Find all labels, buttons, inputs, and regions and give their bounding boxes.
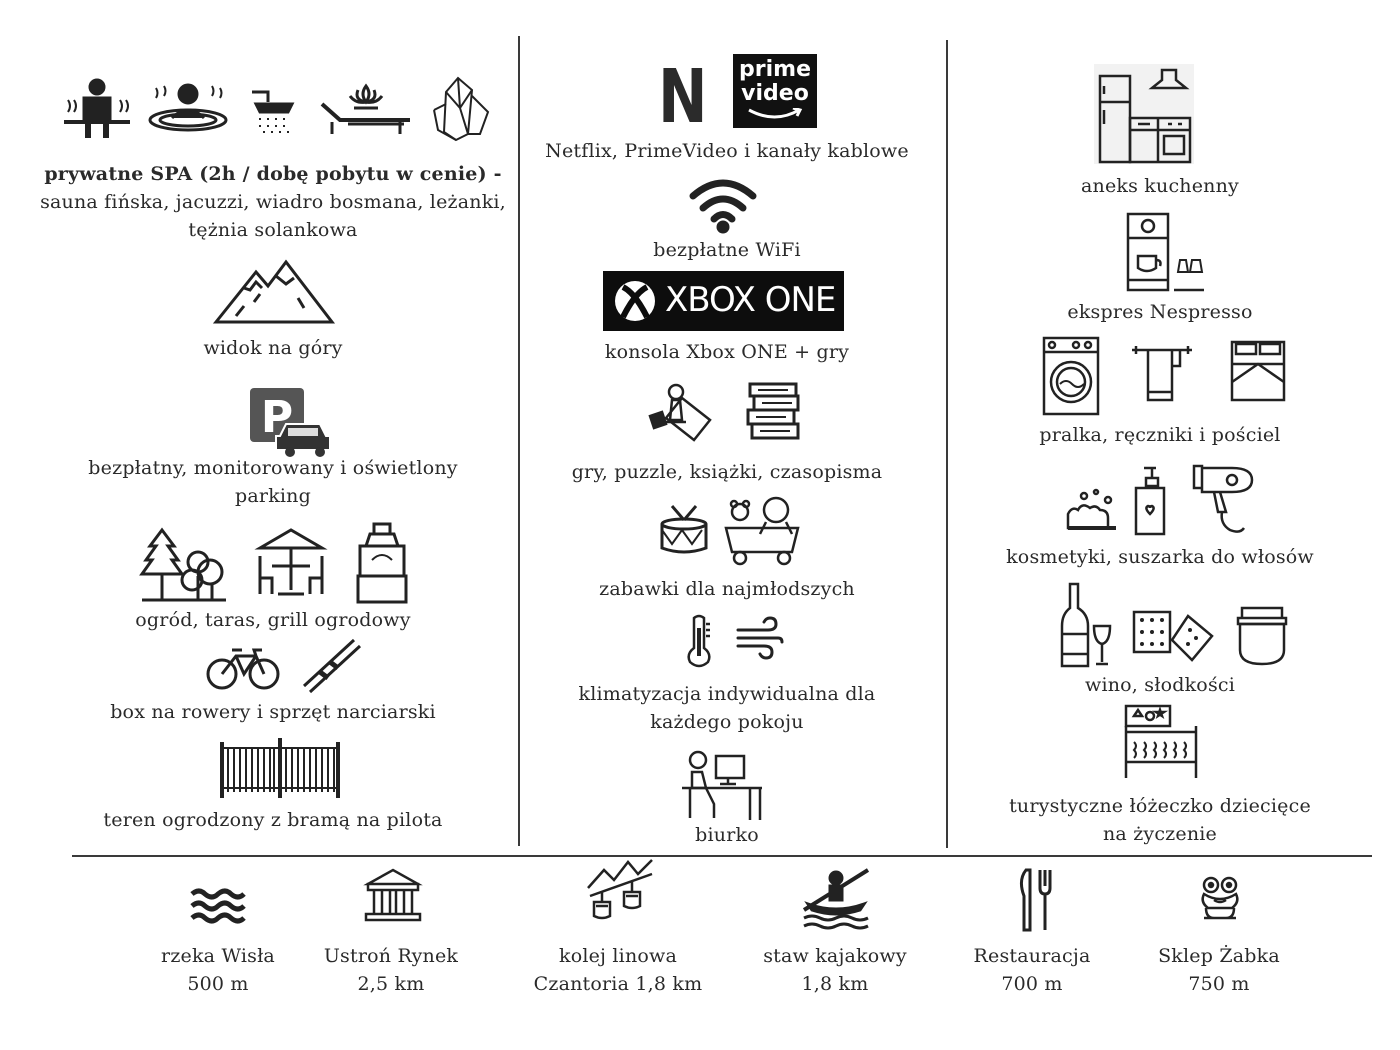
wine-label: wino, słodkości <box>1084 674 1236 696</box>
nearby-name: staw kajakowy <box>763 945 907 967</box>
towel-icon <box>1130 342 1194 402</box>
gate-fence-icon <box>218 738 342 800</box>
column-divider-left <box>518 36 520 846</box>
aircon-label: klimatyzacja indywidualna dla <box>578 683 876 705</box>
nearby-item-market: Ustroń Rynek 2,5 km <box>302 942 480 998</box>
town-hall-icon <box>363 866 423 922</box>
xbox-label: konsola Xbox ONE + gry <box>604 341 850 363</box>
drum-icon <box>658 504 710 556</box>
prime-smile-icon <box>748 108 803 119</box>
nearby-item-kayak: staw kajakowy 1,8 km <box>744 942 926 998</box>
streaming-label: Netflix, PrimeVideo i kanały kablowe <box>545 140 909 162</box>
kayak-icon <box>800 866 872 930</box>
cutlery-icon <box>1016 866 1056 932</box>
games-label: gry, puzzle, książki, czasopisma <box>571 461 883 483</box>
cable-car-icon <box>586 858 654 922</box>
mountains-label: widok na góry <box>203 337 343 359</box>
nespresso-icon <box>1124 210 1206 292</box>
cot-label: turystyczne łóżeczko dziecięce <box>1009 795 1311 817</box>
xbox-one-logo: XBOX ONE <box>603 271 844 331</box>
jacuzzi-icon <box>146 80 230 136</box>
lounger-icon <box>318 80 414 138</box>
toys-label: zabawki dla najmłodszych <box>599 578 855 600</box>
nearby-distance: 750 m <box>1188 973 1250 995</box>
soap-icon <box>1064 488 1120 534</box>
waves-icon <box>190 886 246 926</box>
xbox-sphere-icon <box>615 281 655 321</box>
travel-cot-icon <box>1122 702 1200 780</box>
mountains-icon <box>212 258 336 326</box>
parking-label: bezpłatny, monitorowany i oświetlony <box>88 457 458 479</box>
washing-machine-icon <box>1042 336 1100 416</box>
grill-icon <box>352 520 412 604</box>
cosmetics-label: kosmetyki, suszarka do włosów <box>1006 546 1314 568</box>
crystal-icon <box>428 74 496 142</box>
garden-label: ogród, taras, grill ogrodowy <box>135 609 411 631</box>
prime-video-logo: prime video <box>733 54 817 128</box>
laundry-label: pralka, ręczniki i pościel <box>1039 424 1281 446</box>
parking-label-2: parking <box>235 485 311 507</box>
nearby-distance: 500 m <box>187 973 249 995</box>
nearby-item-cable-car: kolej linowa Czantoria 1,8 km <box>518 942 718 998</box>
nearby-name: Sklep Żabka <box>1158 945 1280 967</box>
bedding-icon <box>1228 338 1288 402</box>
wifi-label: bezpłatne WiFi <box>653 239 801 261</box>
nearby-item-shop: Sklep Żabka 750 m <box>1134 942 1304 998</box>
column-divider-right <box>946 40 948 848</box>
frog-icon <box>1200 876 1240 922</box>
netflix-logo: N <box>658 54 708 140</box>
nearby-name: kolej linowa <box>558 945 678 967</box>
shower-bucket-icon <box>248 88 298 134</box>
nearby-name: Restauracja <box>973 945 1091 967</box>
kitchen-icon <box>1094 64 1194 164</box>
fence-label: teren ogrodzony z bramą na pilota <box>103 809 443 831</box>
xbox-logo-text: XBOX ONE <box>665 280 836 320</box>
nearby-distance: 2,5 km <box>357 973 425 995</box>
nearby-name: rzeka Wisła <box>161 945 275 967</box>
jam-jar-icon <box>1234 606 1290 666</box>
nearby-item-restaurant: Restauracja 700 m <box>950 942 1114 998</box>
air-flow-icon <box>736 616 784 660</box>
nearby-distance: Czantoria 1,8 km <box>533 973 703 995</box>
spa-title: prywatne SPA (2h / dobę pobytu w cenie) … <box>44 163 502 185</box>
nearby-name: Ustroń Rynek <box>323 945 459 967</box>
spa-details: sauna fińska, jacuzzi, wiadro bosmana, l… <box>40 191 506 213</box>
lotion-bottle-icon <box>1130 464 1170 536</box>
cot-label-2: na życzenie <box>1102 823 1217 845</box>
terrace-icon <box>254 526 328 598</box>
spa-details-2: tężnia solankowa <box>188 219 358 241</box>
hair-dryer-icon <box>1190 460 1258 536</box>
nearby-item-river: rzeka Wisła 500 m <box>130 942 306 998</box>
toys-cart-icon <box>722 494 802 568</box>
wine-icon <box>1058 582 1114 668</box>
cookies-icon <box>1130 608 1216 662</box>
desk-label: biurko <box>695 824 759 846</box>
aircon-label-2: każdego pokoju <box>650 711 804 733</box>
desk-icon <box>680 744 766 822</box>
nespresso-label: ekspres Nespresso <box>1067 301 1253 323</box>
prime-logo-line2: video <box>741 81 809 106</box>
books-icon <box>744 380 802 442</box>
board-games-icon <box>646 382 714 442</box>
bikes-label: box na rowery i sprzęt narciarski <box>110 701 436 723</box>
bicycle-icon <box>206 644 280 692</box>
nearby-distance: 700 m <box>1001 973 1063 995</box>
nearby-distance: 1,8 km <box>801 973 869 995</box>
wifi-icon <box>688 176 758 234</box>
garden-icon <box>139 526 228 604</box>
ski-icon <box>300 636 362 694</box>
thermometer-icon <box>684 614 714 668</box>
parking-icon: P <box>248 386 336 460</box>
sauna-icon <box>62 78 132 142</box>
kitchen-label: aneks kuchenny <box>1081 175 1239 197</box>
bottom-divider <box>72 855 1372 857</box>
prime-logo-line1: prime <box>739 57 811 82</box>
